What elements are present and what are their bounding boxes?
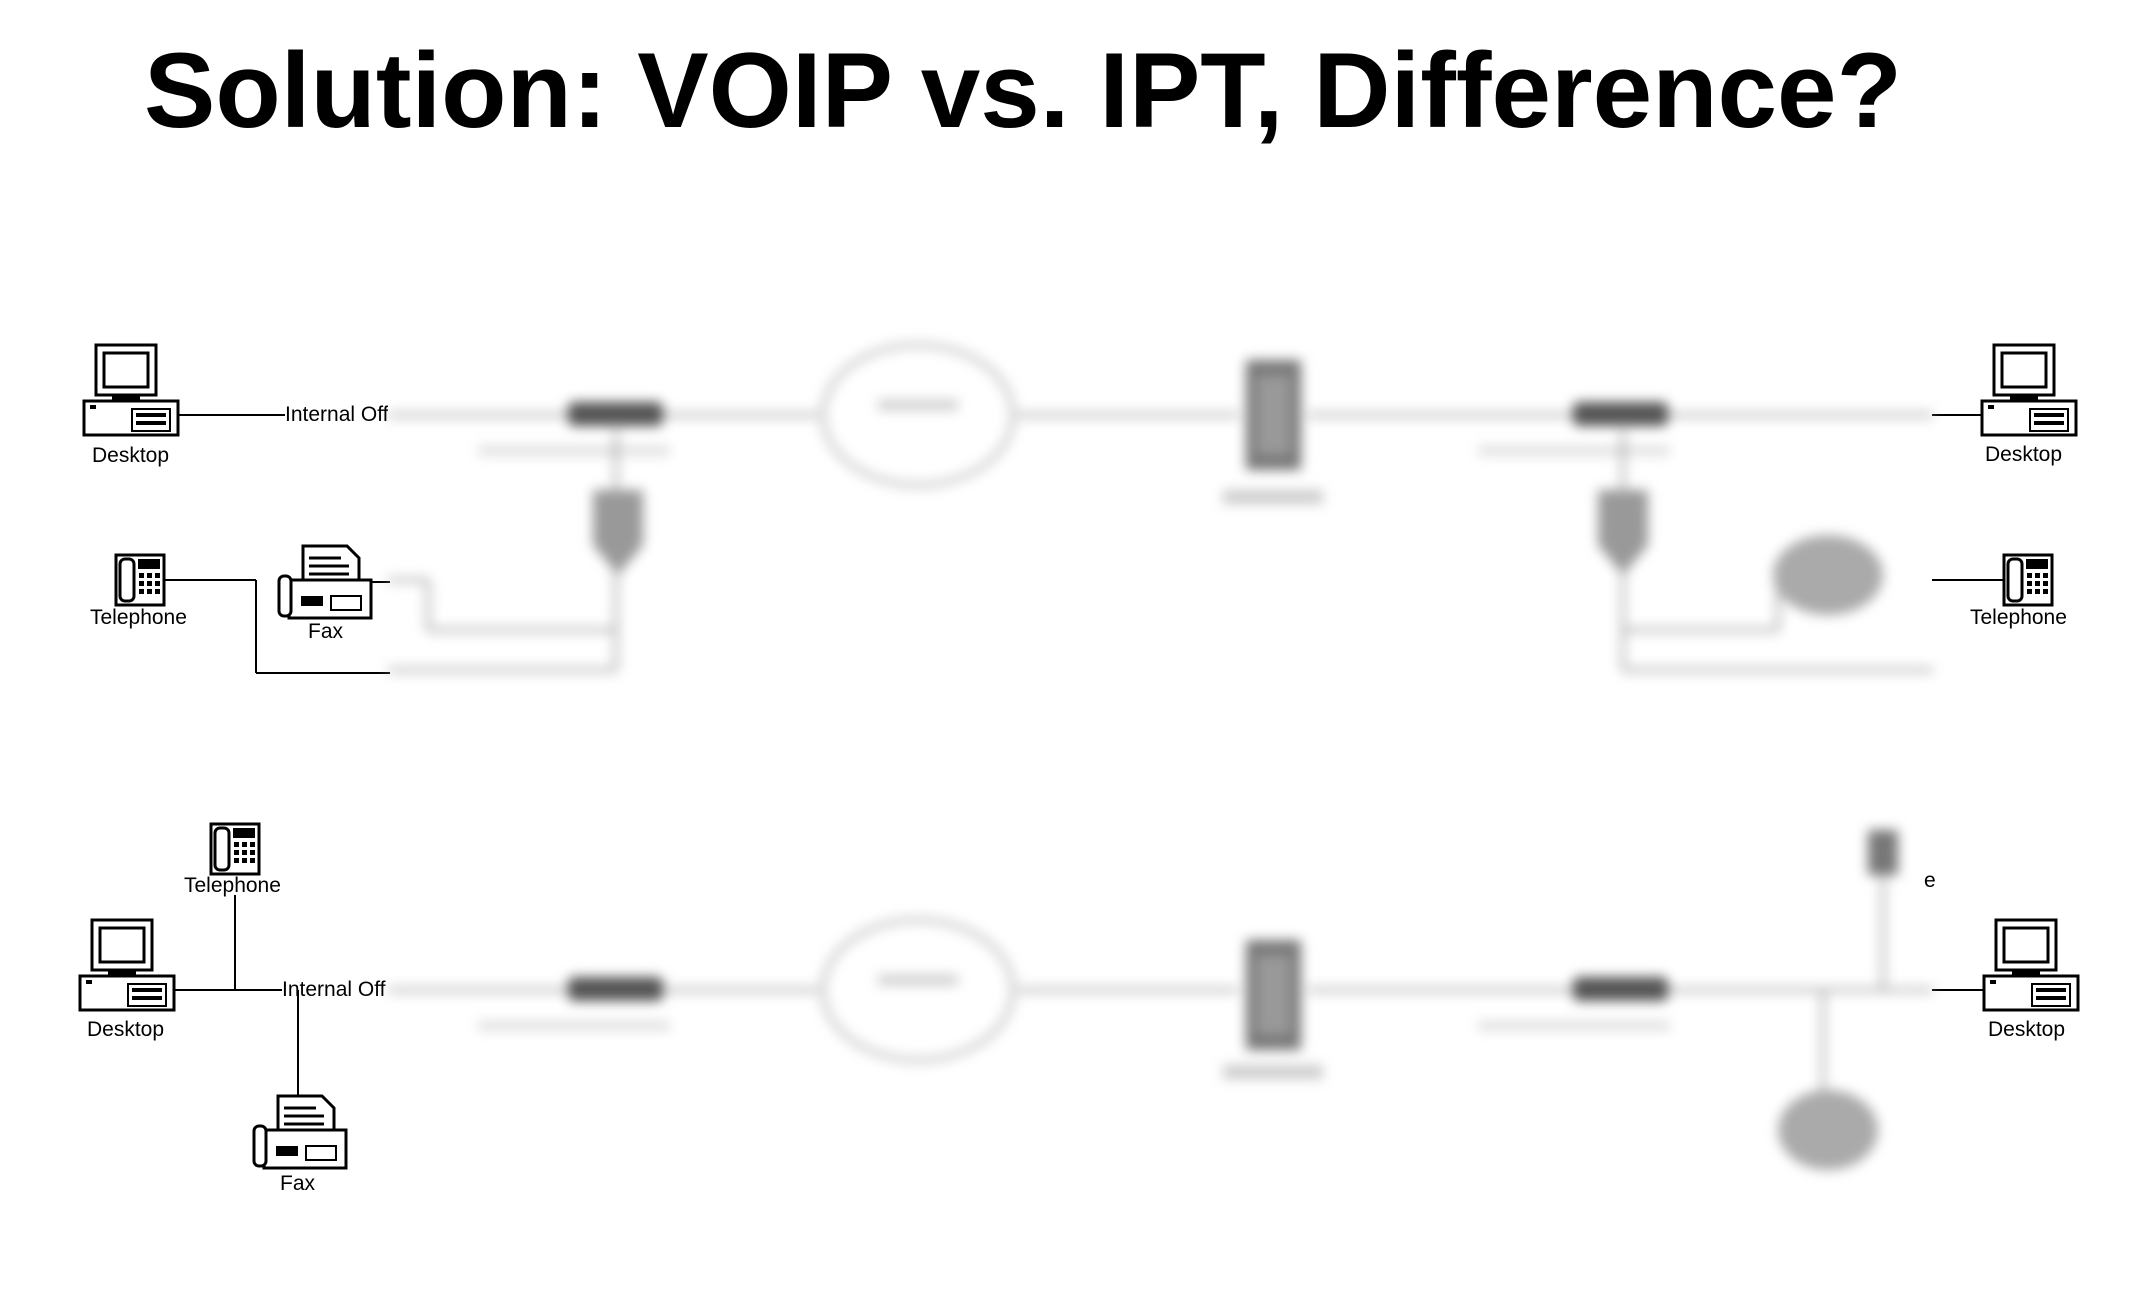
top-left-telephone-label: Telephone [90,606,187,629]
top-left-fax-label: Fax [308,620,344,643]
svg-text:xxxxxxxxxxxxxxxxxxxxxxxx: xxxxxxxxxxxxxxxxxxxxxxxx [1478,442,1670,459]
bottom-left-telephone-label: Telephone [184,874,281,897]
fax-icon [277,544,373,620]
fax-icon [252,1094,348,1170]
bottom-left-link-label: Internal Off [282,978,386,1001]
desktop-icon [82,343,180,437]
slide-title: Solution: VOIP vs. IPT, Difference? [144,30,1902,150]
top-right-desktop-label: Desktop [1985,443,2063,466]
blurred-network-bottom: xxxxxxxxxxxxxxxxxxxxxxxx xxxxxxxxxxxxxxx… [388,810,1933,1190]
bottom-left-desktop-label: Desktop [87,1018,165,1041]
desktop-icon [1980,343,2078,437]
telephone-icon [2002,553,2054,607]
top-left-link-label: Internal Off [285,403,388,426]
bottom-left-fax-label: Fax [280,1172,316,1195]
blurred-network-top: xxxxxxxxxxxxxxxxxxxxxxxx xxxxxxxxxxxxxxx… [388,330,1933,700]
bottom-right-telephone-label-fragment: e [1924,869,1936,892]
telephone-icon [209,822,261,876]
svg-text:xxxxxxxxxxxxxxxxxxxxxxxx: xxxxxxxxxxxxxxxxxxxxxxxx [1478,1017,1670,1034]
svg-text:xxxxxxxxxxxxxxxxxxxxxxxx: xxxxxxxxxxxxxxxxxxxxxxxx [478,442,670,459]
top-right-telephone-label: Telephone [1970,606,2067,629]
desktop-icon [78,918,176,1012]
desktop-icon [1982,918,2080,1012]
svg-text:xxxxxxxxxxxxxxxxxxxxxxxx: xxxxxxxxxxxxxxxxxxxxxxxx [478,1017,670,1034]
telephone-icon [114,553,166,607]
bottom-right-desktop-label: Desktop [1988,1018,2066,1041]
top-left-desktop-label: Desktop [92,444,170,467]
